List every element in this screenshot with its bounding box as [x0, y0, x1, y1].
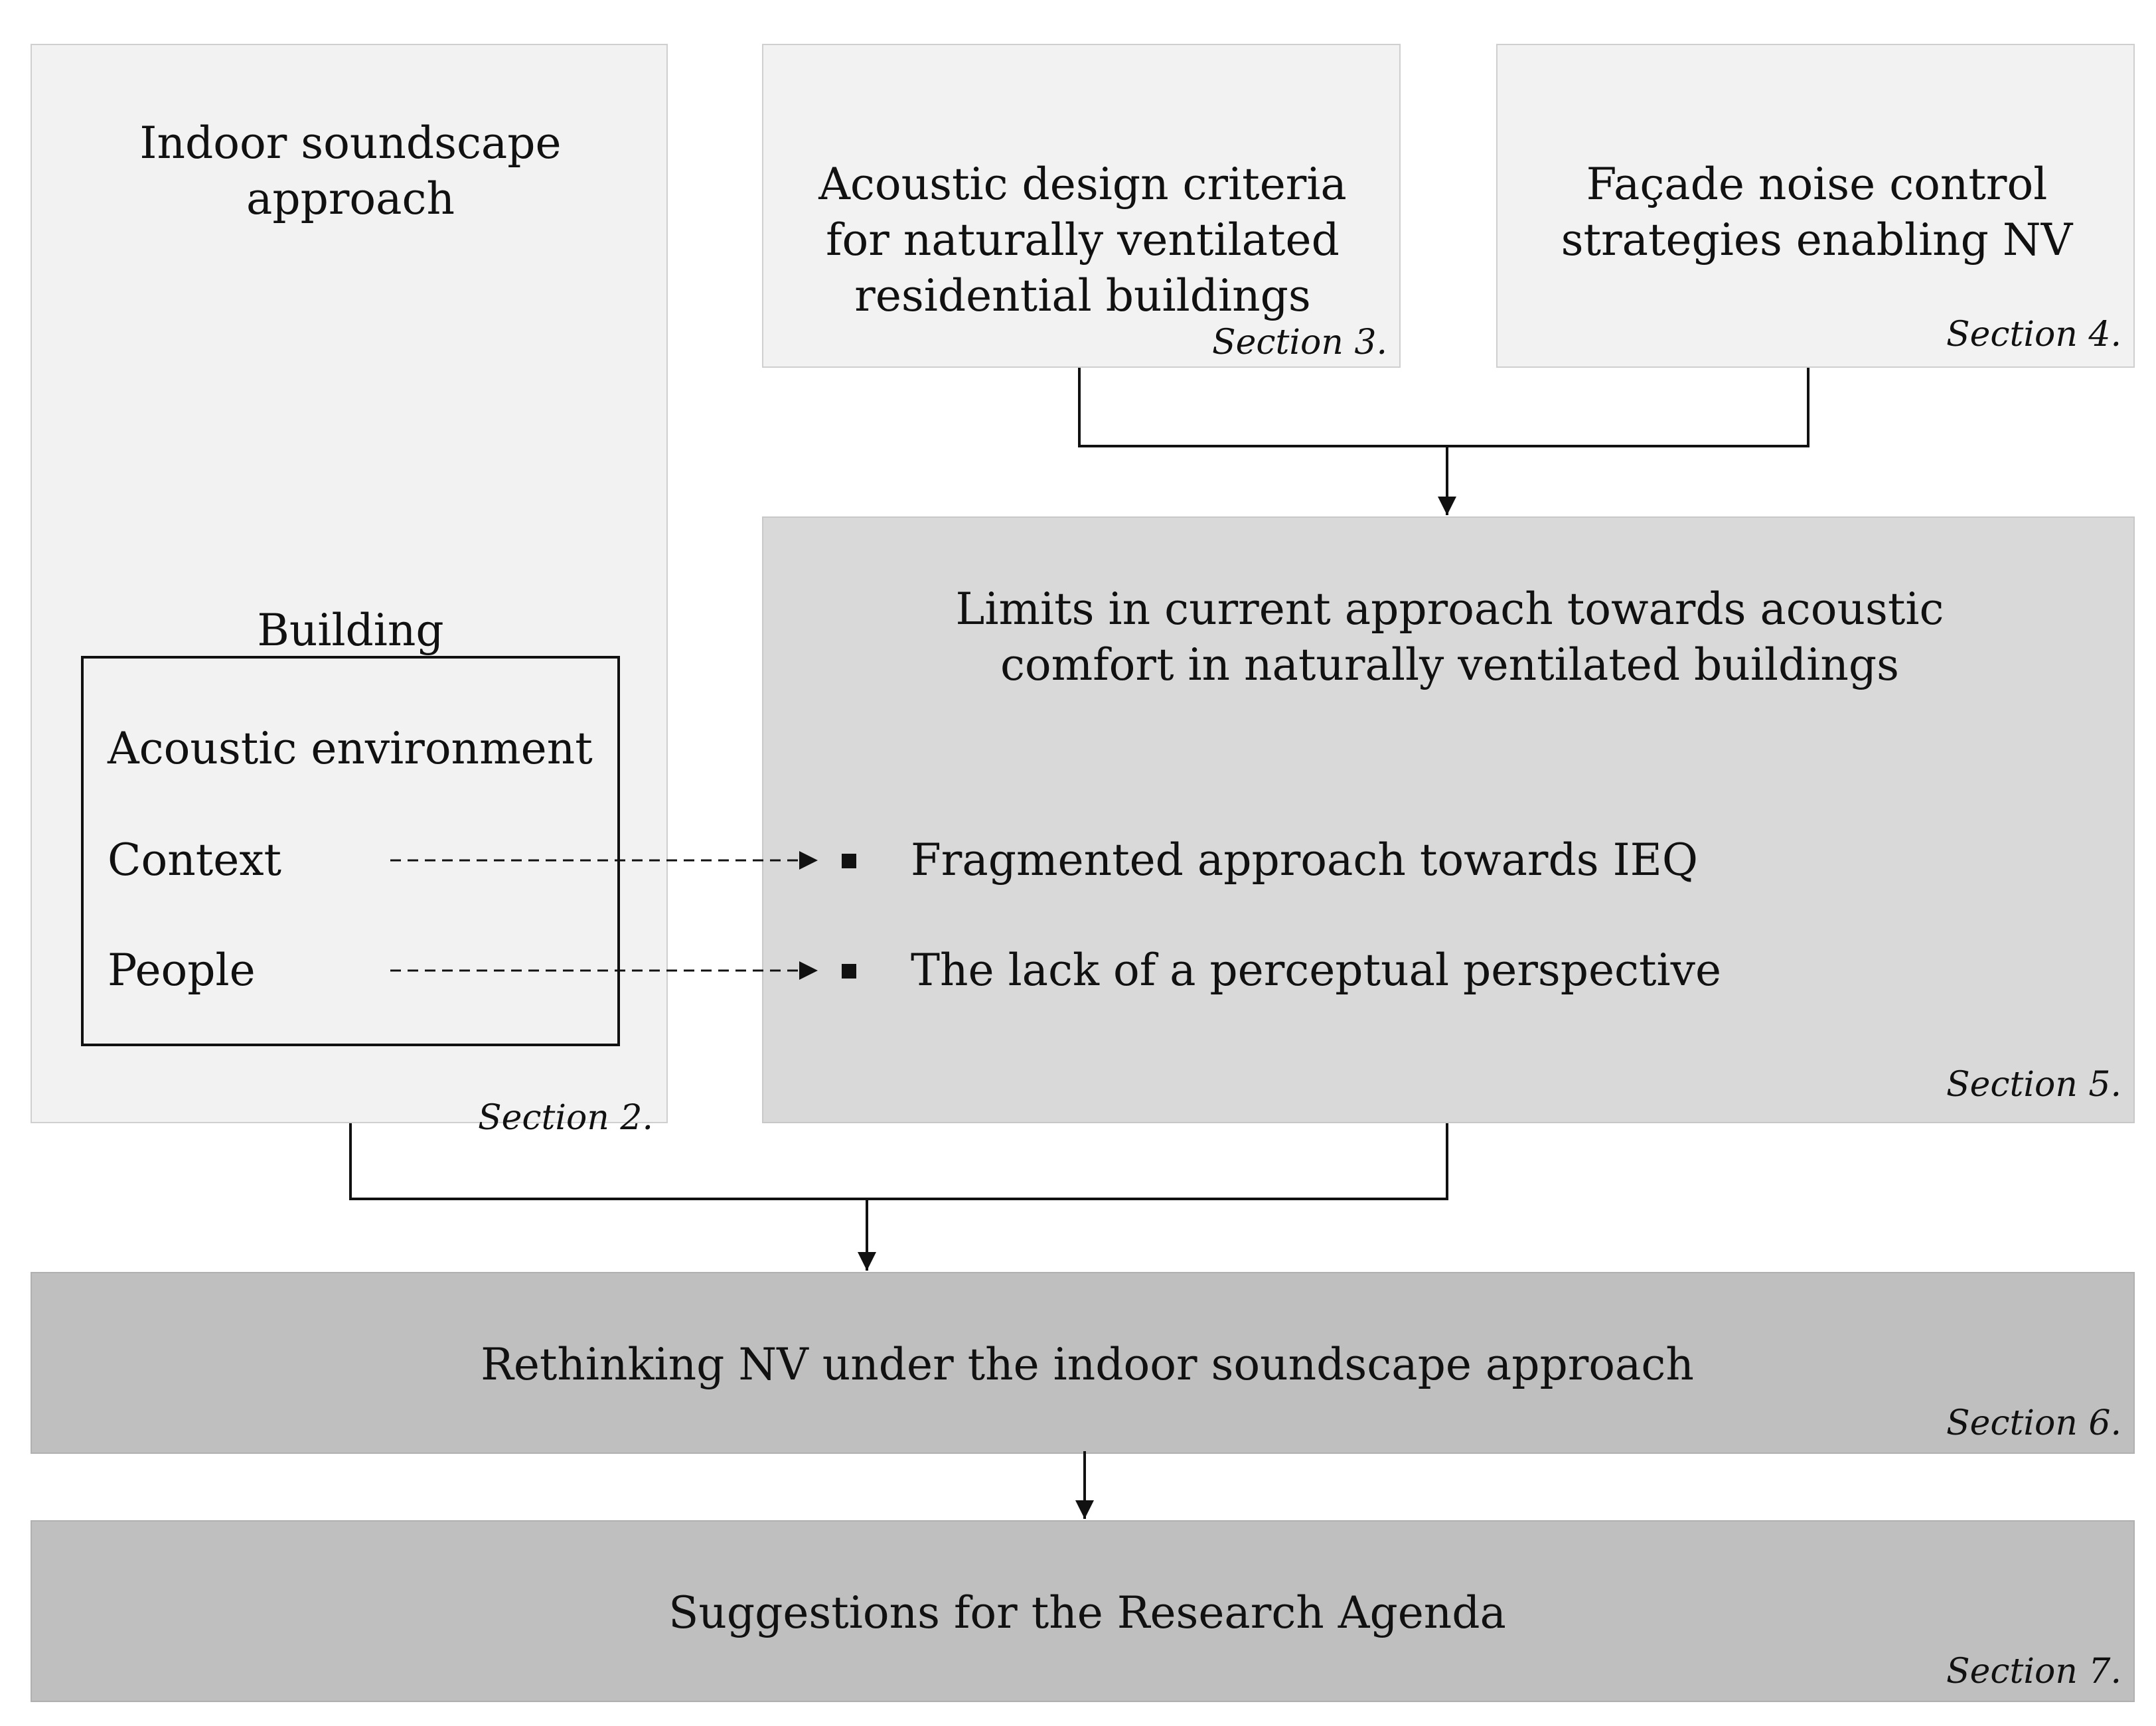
merge-line-2-5: [349, 1123, 1448, 1200]
box-acoustic-design-criteria: Acoustic design criteria for naturally v…: [762, 44, 1401, 368]
box-facade-noise-control: Façade noise control strategies enabling…: [1496, 44, 2135, 368]
bullet-marker: [842, 964, 856, 979]
box-title: Indoor soundscape approach: [139, 118, 562, 224]
box-research-agenda: Suggestions for the Research Agenda Sect…: [31, 1520, 2135, 1702]
box-title: Acoustic design criteria for naturally v…: [818, 159, 1347, 321]
section-label: Section 4.: [1946, 315, 2121, 354]
frame-item-context: Context: [108, 834, 282, 886]
section-label: Section 7.: [1946, 1652, 2121, 1691]
box-limits-current-approach: Limits in current approach towards acous…: [762, 516, 2135, 1123]
building-frame: [81, 656, 620, 1046]
box-indoor-soundscape-approach: Indoor soundscape approach Building Sect…: [31, 44, 668, 1138]
box-title: Limits in current approach towards acous…: [955, 584, 1944, 690]
bullet-fragmented-approach: Fragmented approach towards IEQ: [911, 834, 1698, 886]
section-label: Section 2.: [478, 1098, 653, 1138]
merge-line-3-4: [1078, 368, 1810, 447]
box-title: Façade noise control strategies enabling…: [1561, 159, 2073, 266]
bullet-marker: [842, 854, 856, 868]
frame-item-acoustic-environment: Acoustic environment: [108, 723, 593, 774]
box-title: Rethinking NV under the indoor soundscap…: [481, 1339, 1694, 1390]
bullet-perceptual-perspective: The lack of a perceptual perspective: [911, 945, 1721, 996]
box-title: Suggestions for the Research Agenda: [668, 1587, 1506, 1638]
frame-item-people: People: [108, 945, 256, 996]
section-label: Section 5.: [1946, 1065, 2121, 1105]
box-rethinking-nv: Rethinking NV under the indoor soundscap…: [31, 1272, 2135, 1454]
section-label: Section 3.: [1212, 323, 1387, 362]
building-label: Building: [257, 605, 444, 656]
section-label: Section 6.: [1946, 1403, 2121, 1443]
